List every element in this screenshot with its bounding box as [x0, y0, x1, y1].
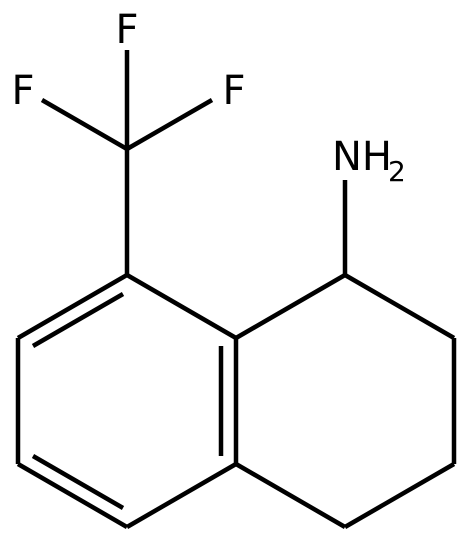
bond-sat-2 — [343, 273, 456, 340]
bond-ar-3 — [16, 462, 129, 529]
bond-ar-6 — [125, 273, 238, 340]
fluorine-left-label: F — [11, 68, 34, 114]
bond-cf-right — [125, 98, 214, 151]
bond-cf-left — [40, 98, 129, 151]
bond-sat-1 — [234, 273, 347, 340]
bond-ar-1 — [16, 273, 129, 340]
amine-subscript: 2 — [388, 155, 406, 188]
amine-label: NH — [332, 134, 392, 180]
bond-sat-4 — [343, 462, 456, 529]
fluorine-top-label: F — [115, 7, 138, 53]
fluorine-right-label: F — [222, 68, 245, 114]
bond-ar-double-2 — [31, 454, 125, 510]
bond-sat-5 — [234, 462, 347, 529]
benzene-ring — [15, 273, 239, 529]
bond-ar-double-1 — [31, 292, 125, 348]
cyclohexane-ring — [234, 273, 457, 529]
bond-ar-4 — [125, 462, 238, 529]
trifluoromethyl-bonds — [40, 50, 214, 275]
